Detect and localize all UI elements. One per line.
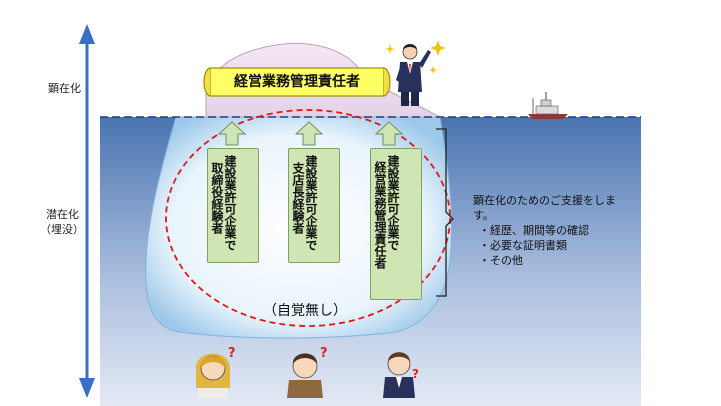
banner-scroll xyxy=(203,67,391,97)
notes-intro-line2: す。 xyxy=(473,209,494,222)
banner-text: 経営業務管理責任者 xyxy=(234,74,360,90)
person-icon-2: ? xyxy=(287,346,328,398)
ship-icon xyxy=(528,92,568,119)
awareness-dashed-circle xyxy=(165,109,451,327)
person-icon-3: ? xyxy=(383,352,419,398)
notes-item: ・必要な証明書類 xyxy=(479,239,567,252)
notes-item: ・経歴、期間等の確認 xyxy=(479,224,589,237)
notes-intro-line1: 顕在化のためのご支援をしま xyxy=(473,194,616,207)
up-arrow-2 xyxy=(294,121,324,146)
column-1-text-right: 建設業許可企業で xyxy=(223,155,237,251)
svg-text:?: ? xyxy=(412,367,419,381)
svg-text:?: ? xyxy=(320,346,328,361)
right-bracket xyxy=(436,128,454,297)
column-1-text-left: 取締役経験者 xyxy=(210,162,224,234)
column-2-text-right: 建設業許可企業で xyxy=(304,155,318,251)
label-latent-sub: （埋没） xyxy=(40,223,84,236)
depth-axis-arrow xyxy=(79,24,95,398)
up-arrow-1 xyxy=(217,121,247,146)
label-latent: 潜在化 xyxy=(46,208,79,221)
column-3-text-left: 経営業務管理責任者 xyxy=(373,161,387,269)
column-3-text-right: 建設業許可企業で xyxy=(386,155,400,251)
person-icon-1: ? xyxy=(195,346,236,398)
label-surface: 顕在化 xyxy=(48,82,81,95)
up-arrow-3 xyxy=(374,121,404,146)
column-box-1 xyxy=(207,148,259,263)
businessman-icon xyxy=(385,40,446,106)
unaware-label: （自覚無し） xyxy=(263,303,347,319)
column-box-2 xyxy=(288,148,340,263)
column-box-3 xyxy=(370,148,422,300)
notes-item: ・その他 xyxy=(479,254,523,267)
svg-text:?: ? xyxy=(228,346,236,361)
column-2-text-left: 支店長経験者 xyxy=(291,162,305,234)
support-notes: 顕在化のためのご支援をしま す。 ・経歴、期間等の確認 ・必要な証明書類 ・その… xyxy=(473,193,673,268)
